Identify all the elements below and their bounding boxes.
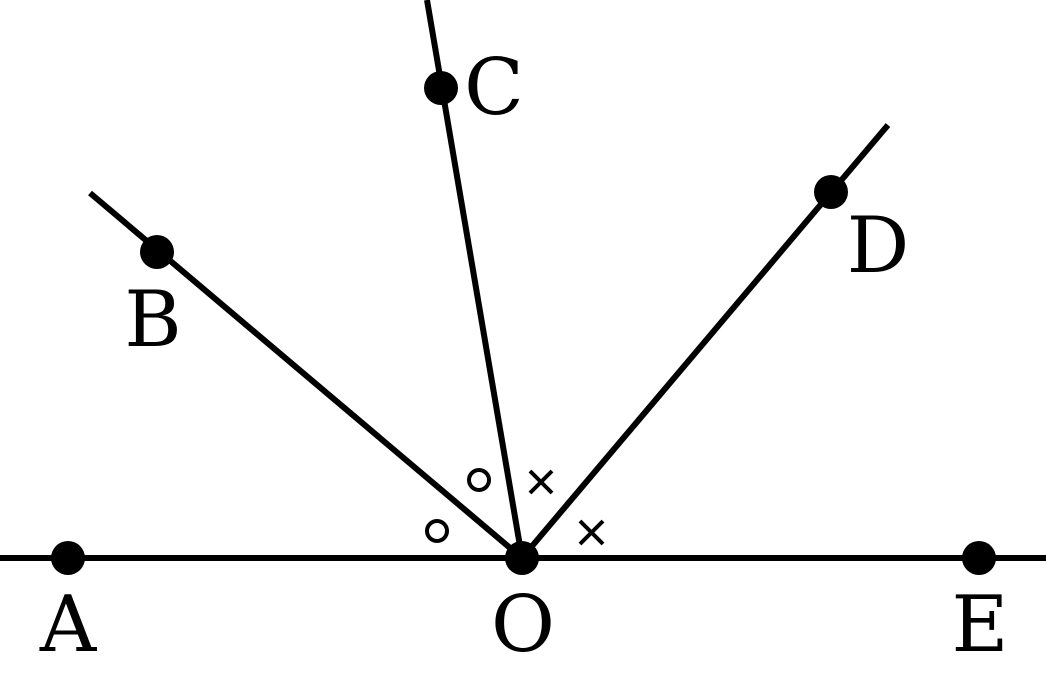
angle-mark-cross-doe [578,519,605,546]
point-d [814,175,848,209]
label-o: O [491,580,555,670]
point-e [962,541,996,575]
point-b [140,235,174,269]
label-a: A [39,580,98,670]
angle-mark-circle-boc [467,468,491,492]
point-c [424,71,458,105]
label-b: B [124,275,181,365]
label-c: C [464,43,524,133]
label-e: E [952,580,1009,670]
point-a [51,541,85,575]
label-d: D [847,201,910,291]
point-o [505,541,539,575]
angle-mark-circle-aob [425,519,449,543]
angle-mark-cross-cod [528,469,554,495]
